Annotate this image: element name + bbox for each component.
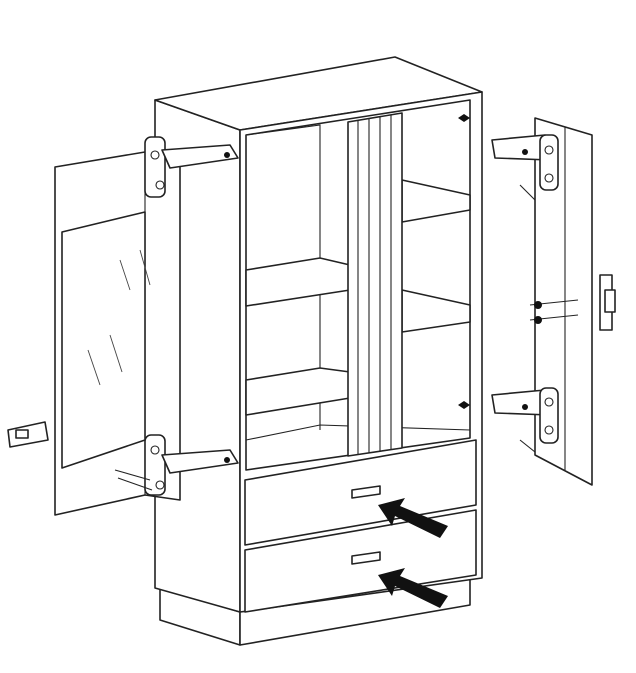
fluted-panel	[347, 112, 403, 457]
screw-icon	[529, 299, 579, 324]
magnet-catch-icon	[7, 421, 49, 448]
drawer-top	[244, 439, 477, 546]
hinge-icon	[114, 434, 239, 496]
hinge-icon	[144, 136, 239, 198]
glass-panel	[61, 211, 146, 469]
arrow-icon	[378, 568, 448, 608]
arrow-icon	[378, 498, 448, 538]
drawer-bottom	[244, 509, 477, 613]
left-glass-door	[54, 151, 181, 516]
hinge-icon	[491, 387, 559, 453]
magnet-catch-icon	[599, 274, 616, 331]
drawer-handle	[351, 551, 381, 565]
drawer-handle	[351, 485, 381, 499]
hinge-icon	[491, 134, 559, 201]
